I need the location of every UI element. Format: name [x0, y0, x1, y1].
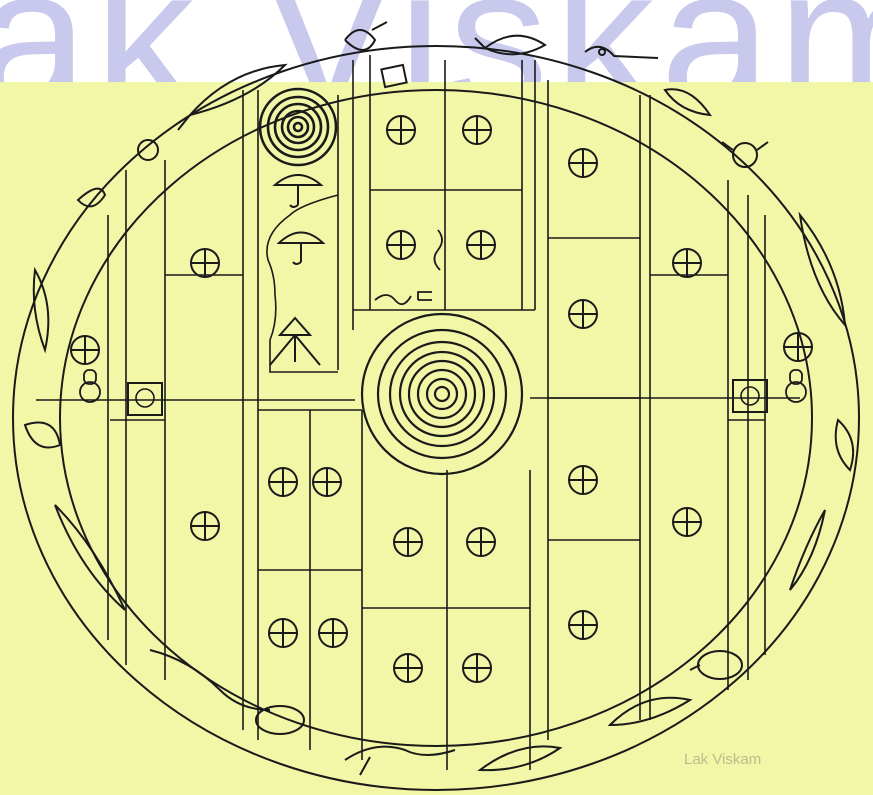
circled-cross-icon — [467, 528, 495, 556]
circled-cross-icon — [191, 249, 219, 277]
conch-shell-icon — [25, 423, 60, 448]
circled-cross-icon — [269, 468, 297, 496]
circled-cross-icon — [673, 249, 701, 277]
circled-cross-icon — [463, 654, 491, 682]
conch-shell-icon — [836, 420, 853, 470]
circled-cross-icon — [467, 231, 495, 259]
lock-icon — [80, 370, 100, 402]
circled-cross-icon — [569, 611, 597, 639]
lizard-icon — [150, 650, 270, 710]
fish-icon — [55, 505, 125, 610]
circled-cross-icon — [569, 466, 597, 494]
central-concentric-circles — [362, 314, 522, 474]
circled-cross-icon — [569, 300, 597, 328]
circled-cross-icon — [673, 508, 701, 536]
circled-cross-icon — [269, 619, 297, 647]
bird-icon — [585, 47, 658, 58]
lizard-icon — [345, 747, 455, 775]
umbrella-icon — [279, 233, 323, 265]
circled-crosses — [71, 116, 812, 682]
circled-cross-icon — [313, 468, 341, 496]
square-mark — [381, 65, 406, 87]
crab-icon — [138, 140, 158, 160]
circled-cross-icon — [569, 149, 597, 177]
snake-squiggle — [375, 230, 442, 304]
axis-marker — [733, 380, 767, 412]
circled-cross-icon — [784, 333, 812, 361]
bird-icon — [345, 22, 387, 50]
circled-cross-icon — [71, 336, 99, 364]
fish-icon — [665, 89, 710, 115]
tortoise-icon — [690, 651, 742, 679]
circled-cross-icon — [387, 231, 415, 259]
fish-icon — [800, 215, 845, 325]
fish-icon — [790, 510, 825, 590]
shrine-figure — [270, 318, 320, 365]
vertical-strips — [108, 55, 765, 770]
circled-cross-icon — [191, 512, 219, 540]
circled-cross-icon — [394, 654, 422, 682]
circled-cross-icon — [394, 528, 422, 556]
fish-icon — [34, 270, 49, 350]
circled-cross-icon — [387, 116, 415, 144]
spiral-symbol — [260, 89, 336, 165]
credit-text: Lak Viskam — [684, 751, 761, 768]
axis-marker — [128, 383, 162, 415]
fish-icon — [480, 746, 560, 770]
circled-cross-icon — [319, 619, 347, 647]
circled-cross-icon — [463, 116, 491, 144]
